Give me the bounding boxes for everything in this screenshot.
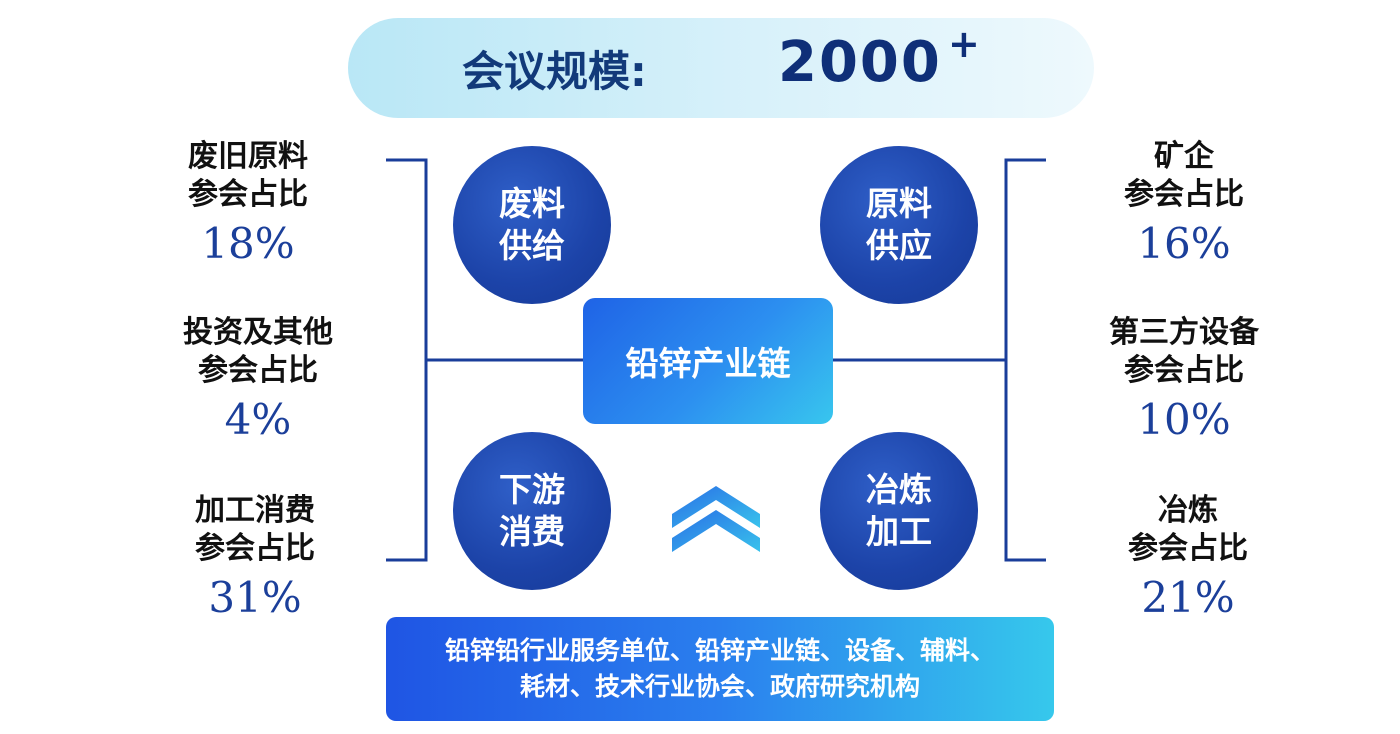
stat-percent: 10% — [1137, 395, 1231, 444]
stat-percent: 31% — [208, 573, 302, 622]
right-bracket — [1004, 158, 1046, 562]
stat-line2: 参会占比 — [198, 353, 318, 388]
industry-chain-box: 铅锌产业链 — [583, 298, 833, 424]
stat-investment-other: 投资及其他 参会占比 4% — [158, 314, 358, 448]
stat-scrap-materials: 废旧原料 参会占比 18% — [148, 138, 348, 272]
stat-line1: 矿企 — [1154, 139, 1214, 174]
stat-processing-consumption: 加工消费 参会占比 31% — [155, 492, 355, 626]
stat-line1: 投资及其他 — [183, 315, 333, 350]
stat-line2: 参会占比 — [188, 177, 308, 212]
left-bracket — [386, 158, 428, 562]
chevron-up-icon — [672, 486, 760, 528]
chevron-up-icon-2 — [672, 510, 760, 552]
scale-plus: + — [948, 22, 980, 66]
stat-line1: 加工消费 — [195, 493, 315, 528]
stat-percent: 16% — [1137, 219, 1231, 268]
stat-line1: 冶炼 — [1158, 493, 1218, 528]
circle-raw-material-supply: 原料 供应 — [820, 146, 978, 304]
stat-line2: 参会占比 — [1128, 531, 1248, 566]
participants-line2: 耗材、技术行业协会、政府研究机构 — [519, 672, 920, 701]
circle-scrap-supply: 废料 供给 — [453, 146, 611, 304]
stat-line2: 参会占比 — [1124, 353, 1244, 388]
stat-mining: 矿企 参会占比 16% — [1084, 138, 1284, 272]
stat-line2: 参会占比 — [195, 531, 315, 566]
circle-line1: 原料 — [866, 184, 932, 223]
conference-scale-banner — [348, 18, 1094, 118]
circle-line2: 供给 — [499, 226, 565, 265]
stat-percent: 21% — [1141, 573, 1235, 622]
industry-chain-label: 铅锌产业链 — [625, 344, 791, 383]
stat-line1: 第三方设备 — [1109, 315, 1259, 350]
stat-line1: 废旧原料 — [188, 139, 308, 174]
stat-third-party-equipment: 第三方设备 参会占比 10% — [1084, 314, 1284, 448]
stat-smelting: 冶炼 参会占比 21% — [1088, 492, 1288, 626]
circle-line2: 消费 — [499, 512, 565, 551]
circle-line1: 下游 — [499, 470, 565, 509]
circle-line1: 废料 — [499, 184, 565, 223]
circle-downstream-consumption: 下游 消费 — [453, 432, 611, 590]
circle-line1: 冶炼 — [866, 470, 932, 509]
circle-smelting-processing: 冶炼 加工 — [820, 432, 978, 590]
participants-box: 铅锌铅行业服务单位、铅锌产业链、设备、辅料、 耗材、技术行业协会、政府研究机构 — [386, 617, 1054, 721]
stat-percent: 4% — [224, 395, 292, 444]
circle-line2: 供应 — [866, 226, 932, 265]
participants-line1: 铅锌铅行业服务单位、铅锌产业链、设备、辅料、 — [444, 636, 995, 665]
stat-percent: 18% — [201, 219, 295, 268]
scale-label: 会议规模: — [462, 47, 647, 96]
scale-value: 2000 — [778, 30, 942, 95]
circle-line2: 加工 — [866, 512, 932, 551]
stat-line2: 参会占比 — [1124, 177, 1244, 212]
